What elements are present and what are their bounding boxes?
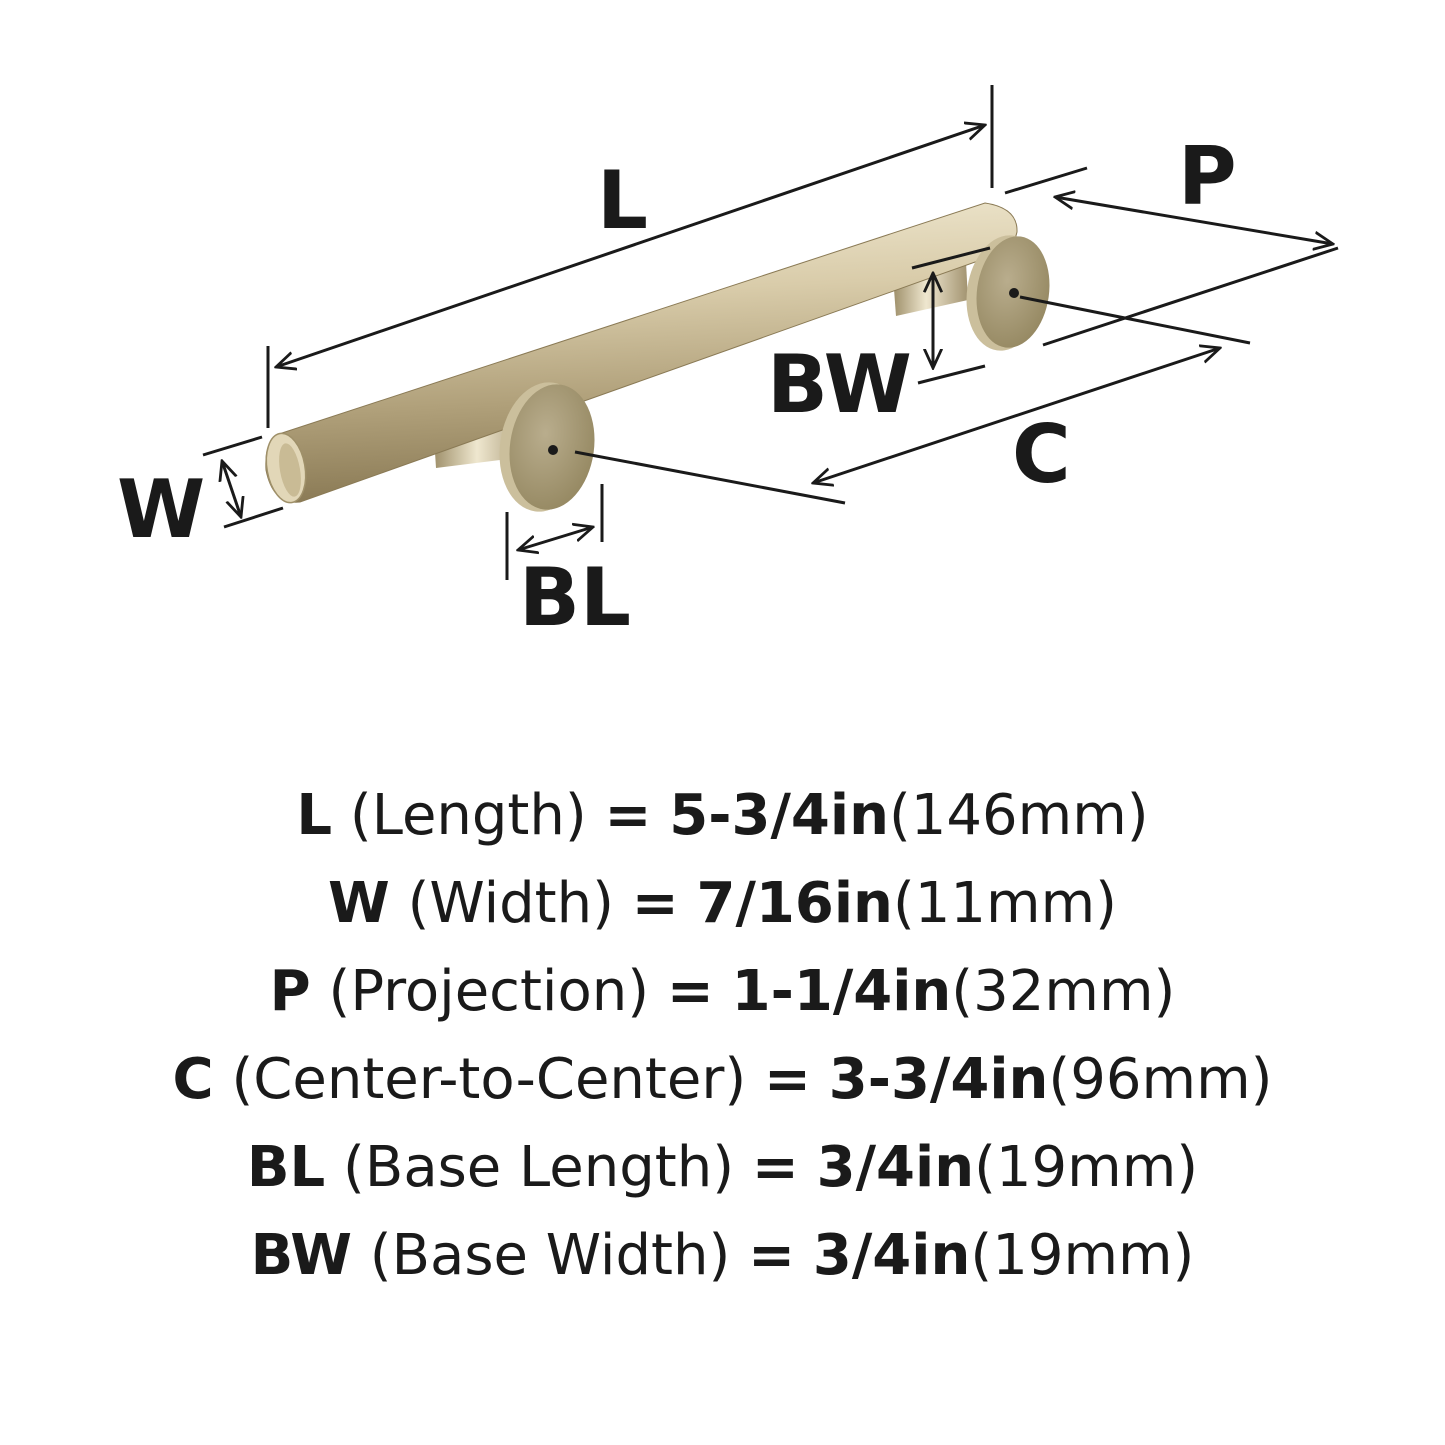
spec-metric: (11mm) (892, 871, 1117, 936)
spec-code: P (269, 959, 311, 1024)
projection-arrow (1055, 197, 1333, 244)
spec-equals: = (751, 1135, 799, 1200)
spec-equals: = (604, 783, 652, 848)
spec-imperial: 5-3/4in (669, 783, 889, 848)
spec-row-width: W (Width) = 7/16in(11mm) (0, 860, 1445, 948)
spec-metric: (19mm) (974, 1135, 1199, 1200)
spec-row-projection: P (Projection) = 1-1/4in(32mm) (0, 948, 1445, 1036)
dimension-lines (202, 85, 1339, 580)
spec-metric: (96mm) (1048, 1047, 1273, 1112)
back-screw-hole (1009, 288, 1019, 298)
label-BW: BW (767, 338, 912, 431)
spec-code: W (327, 871, 390, 936)
front-screw-hole (548, 445, 558, 455)
spec-row-center-to-center: C (Center-to-Center) = 3-3/4in(96mm) (0, 1036, 1445, 1124)
spec-name: (Base Length) (343, 1135, 735, 1200)
label-BL: BL (519, 551, 631, 644)
spec-equals: = (748, 1223, 796, 1288)
specifications-list: L (Length) = 5-3/4in(146mm) W (Width) = … (0, 772, 1445, 1300)
spec-imperial: 7/16in (696, 871, 893, 936)
base-length-arrow (518, 527, 593, 550)
spec-code: C (172, 1047, 214, 1112)
spec-name: (Projection) (328, 959, 650, 1024)
length-arrow (276, 125, 985, 367)
center-to-center-arrow (813, 348, 1220, 483)
label-L: L (597, 154, 648, 247)
label-C: C (1012, 408, 1071, 501)
spec-metric: (32mm) (951, 959, 1176, 1024)
label-W: W (117, 463, 205, 556)
spec-name: (Center-to-Center) (231, 1047, 747, 1112)
spec-imperial: 3/4in (816, 1135, 975, 1200)
spec-row-base-width: BW (Base Width) = 3/4in(19mm) (0, 1212, 1445, 1300)
spec-row-base-length: BL (Base Length) = 3/4in(19mm) (0, 1124, 1445, 1212)
spec-metric: (19mm) (970, 1223, 1195, 1288)
spec-equals: = (631, 871, 679, 936)
spec-equals: = (764, 1047, 811, 1112)
spec-imperial: 3-3/4in (828, 1047, 1049, 1112)
spec-code: BL (246, 1135, 326, 1200)
spec-equals: = (666, 959, 714, 1024)
dimension-diagram: L P W BW C BL (117, 85, 1339, 644)
bar-pull-illustration (265, 202, 1050, 512)
spec-name: (Width) (407, 871, 614, 936)
spec-row-length: L (Length) = 5-3/4in(146mm) (0, 772, 1445, 860)
label-P: P (1178, 130, 1237, 223)
spec-imperial: 1-1/4in (731, 959, 952, 1024)
spec-imperial: 3/4in (812, 1223, 971, 1288)
width-arrow (222, 461, 241, 517)
spec-metric: (146mm) (888, 783, 1149, 848)
spec-name: (Base Width) (369, 1223, 731, 1288)
spec-code: L (296, 783, 333, 848)
spec-name: (Length) (349, 783, 587, 848)
spec-code: BW (250, 1223, 352, 1288)
